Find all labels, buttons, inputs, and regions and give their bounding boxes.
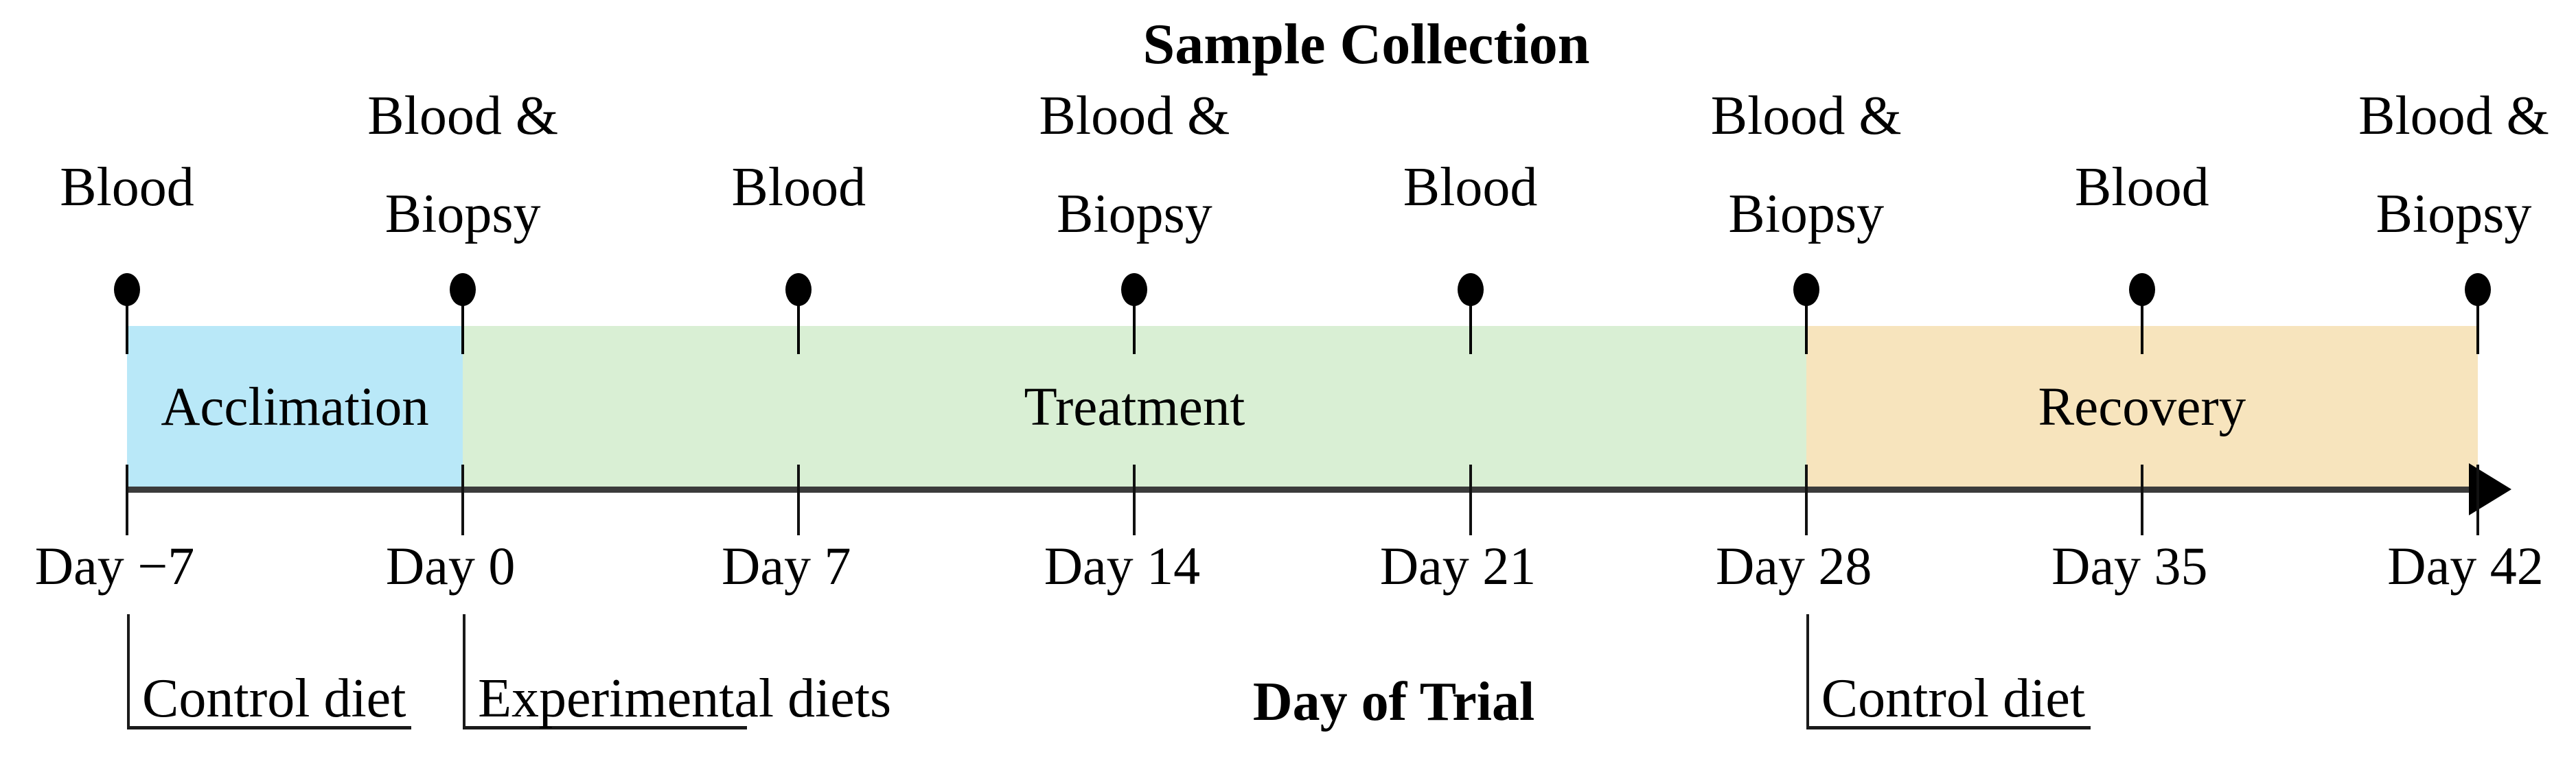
axis-arrowhead-icon [2469, 463, 2511, 515]
axis-tick [797, 465, 801, 535]
timepoint-dot [450, 273, 476, 306]
sample-label: Blood & Biopsy [2358, 86, 2549, 244]
timepoint-stem [1133, 305, 1136, 354]
sample-label: Blood & Biopsy [367, 86, 559, 244]
axis-tick [1469, 465, 1472, 535]
day-label: Day 21 [1379, 536, 1537, 596]
sample-label: Blood [731, 157, 866, 218]
timeline-axis [127, 487, 2503, 493]
phase-segment-acclimation: Acclimation [127, 326, 463, 489]
diet-bracket: Control diet [127, 614, 411, 729]
timepoint-dot [114, 273, 140, 306]
diet-label: Experimental diets [478, 668, 892, 729]
timepoint-stem [461, 305, 465, 354]
timepoint-stem [797, 305, 801, 354]
phase-label: Treatment [1024, 377, 1245, 437]
sample-label: Blood & Biopsy [1710, 86, 1902, 244]
timepoint-dot [1793, 273, 1819, 306]
timepoint-dot [2128, 273, 2155, 306]
diet-bracket: Experimental diets [463, 614, 891, 729]
day-label: Day 42 [2387, 536, 2544, 596]
phase-label: Acclimation [161, 377, 429, 437]
day-label: Day 35 [2051, 536, 2208, 596]
sample-label: Blood & Biopsy [1039, 86, 1230, 244]
timepoint-dot [1121, 273, 1148, 306]
diet-label: Control diet [142, 668, 406, 729]
axis-tick [1804, 465, 1808, 535]
timepoint-stem [1804, 305, 1808, 354]
timepoint-dot [2465, 273, 2491, 306]
figure-title: Sample Collection [1142, 12, 1590, 76]
sample-label: Blood [2075, 157, 2209, 218]
axis-tick [1133, 465, 1136, 535]
phase-label: Recovery [2038, 377, 2246, 437]
axis-tick [2476, 465, 2479, 535]
timepoint-stem [1469, 305, 1472, 354]
axis-tick [2140, 465, 2143, 535]
diet-label: Control diet [1821, 668, 2086, 729]
day-label: Day 28 [1715, 536, 1872, 596]
sample-label: Blood [60, 157, 194, 218]
timepoint-stem [126, 305, 128, 354]
day-label: Day 7 [722, 536, 851, 596]
day-label: Day 0 [385, 536, 516, 596]
timepoint-dot [1457, 273, 1484, 306]
axis-tick [126, 465, 128, 535]
day-label: Day 14 [1044, 536, 1201, 596]
sample-label: Blood [1403, 157, 1538, 218]
timepoint-stem [2140, 305, 2143, 354]
timepoint-stem [2476, 305, 2479, 354]
timepoint-dot [785, 273, 812, 306]
axis-title: Day of Trial [1252, 672, 1535, 732]
day-label: Day −7 [34, 536, 195, 596]
axis-tick [461, 465, 465, 535]
diet-bracket: Control diet [1806, 614, 2091, 729]
